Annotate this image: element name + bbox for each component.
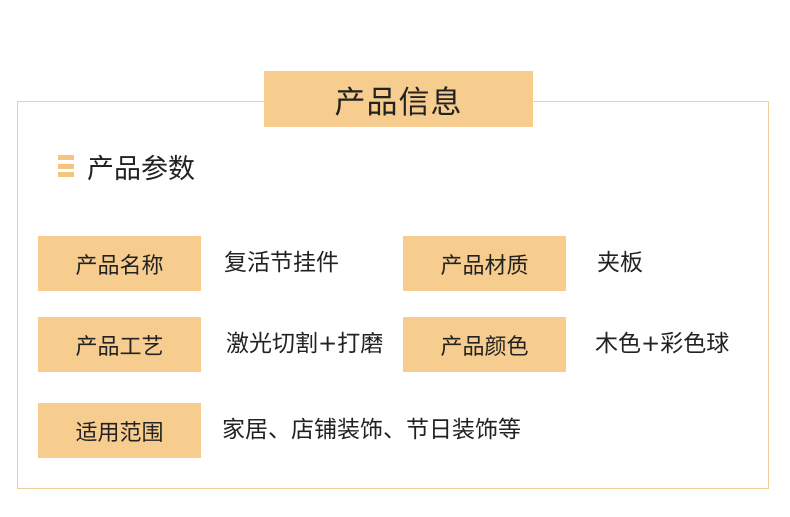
section-heading: 产品参数 xyxy=(58,146,195,186)
param-value-material: 夹板 xyxy=(597,250,643,276)
section-heading-label: 产品参数 xyxy=(87,153,195,185)
param-label-craft: 产品工艺 xyxy=(38,317,201,372)
param-value-craft: 激光切割+打磨 xyxy=(226,331,384,357)
param-value-color: 木色+彩色球 xyxy=(595,331,730,357)
param-label-color: 产品颜色 xyxy=(403,317,566,372)
param-value-usage: 家居、店铺装饰、节日装饰等 xyxy=(222,417,521,443)
param-label-material: 产品材质 xyxy=(403,236,566,291)
param-value-name: 复活节挂件 xyxy=(224,250,339,276)
page-title: 产品信息 xyxy=(264,71,533,127)
bars-icon xyxy=(58,155,74,177)
param-label-usage: 适用范围 xyxy=(38,403,201,458)
param-label-name: 产品名称 xyxy=(38,236,201,291)
